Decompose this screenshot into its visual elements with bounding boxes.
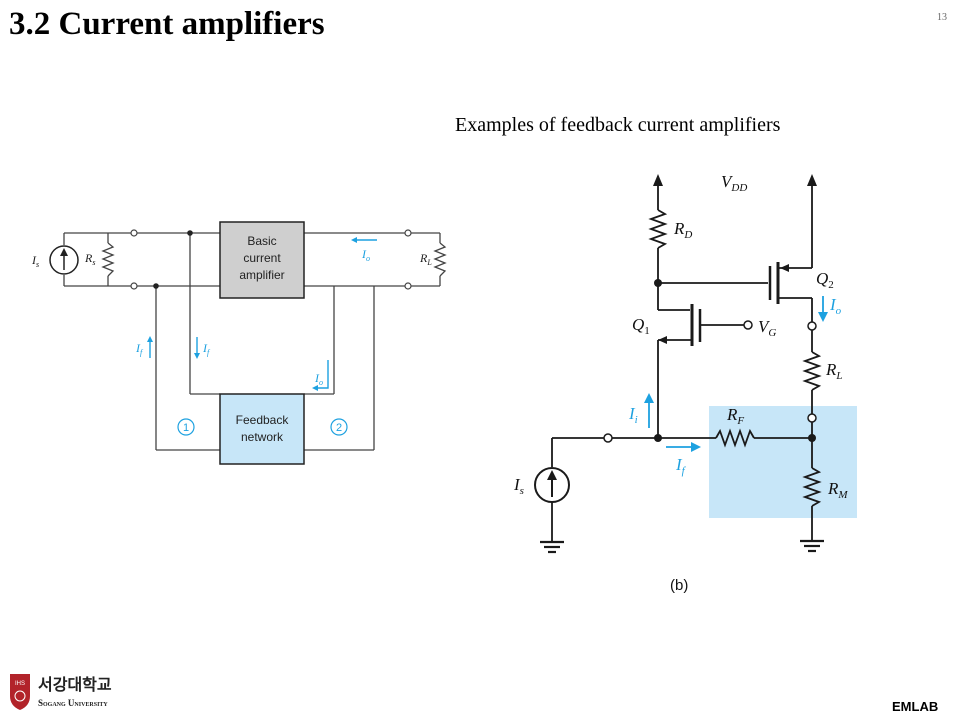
label-rd: RD [673, 219, 692, 241]
source-resistor-icon [101, 242, 115, 277]
label-ii: Ii [628, 404, 638, 426]
label-if: If [675, 455, 687, 477]
feedback-network-shading [709, 406, 857, 518]
circuit-caption: (b) [670, 577, 688, 594]
port-1-marker [177, 418, 195, 436]
label-vg: VG [758, 317, 776, 339]
university-logo: IHS 서강대학교 Sogang University [10, 674, 112, 710]
ground-icon [800, 539, 824, 553]
input-wires [137, 232, 220, 451]
io-arrow-icon [351, 237, 377, 243]
label-rl: RL [825, 360, 843, 382]
output-terminal-top [404, 229, 412, 237]
load-resistor-icon [433, 242, 447, 277]
logo-korean-text: 서강대학교 [38, 675, 112, 694]
junction-dot [153, 283, 159, 289]
label-io-feedback: Io [314, 371, 323, 387]
label-io-output: Io [361, 247, 370, 263]
rl-bottom-terminal [807, 413, 817, 423]
q2-transistor-icon [768, 262, 813, 322]
label-rl: RL [419, 251, 432, 267]
port-1-label: 1 [183, 422, 189, 434]
basic-box-line-1: Basic [247, 234, 276, 248]
port-2-label: 2 [336, 422, 342, 434]
basic-box-line-2: current [243, 251, 281, 265]
port-2-marker [330, 418, 348, 436]
io-bent-arrow-icon [312, 360, 329, 391]
if-arrow-icon [666, 442, 701, 452]
label-io: Io [829, 295, 842, 317]
logo-english-text: Sogang University [38, 698, 108, 708]
q2-source-terminal [807, 321, 817, 331]
label-if-left: If [135, 341, 144, 357]
rl-resistor-icon [802, 351, 822, 391]
diagram-subtitle: Examples of feedback current amplifiers [455, 114, 781, 136]
if-down-arrow-icon [194, 337, 200, 359]
vdd-arrow-icon [653, 174, 817, 268]
junction-dot [654, 434, 662, 442]
slide-title: 3.2 Current amplifiers [9, 6, 325, 42]
ii-arrow-icon [644, 393, 654, 428]
rf-resistor-icon [715, 428, 755, 448]
feedback-network-box [219, 393, 305, 465]
label-rf: RF [726, 405, 744, 427]
label-rm: RM [827, 479, 848, 501]
rm-resistor-icon [802, 467, 822, 507]
feedback-box-line-1: Feedback [236, 413, 290, 427]
if-up-arrow-icon [147, 336, 153, 358]
label-vdd: VDD [721, 172, 747, 194]
label-rs: Rs [84, 251, 95, 267]
label-if-right: If [202, 341, 211, 357]
source-loop [63, 232, 134, 287]
feedback-box-line-2: network [241, 430, 284, 444]
ground-icon [540, 540, 564, 554]
input-terminal [603, 433, 613, 443]
footer-brand: EMLAB [892, 699, 939, 714]
slide-number: 13 [937, 12, 947, 23]
basic-box-line-3: amplifier [239, 268, 284, 282]
io-arrow-icon [818, 296, 828, 322]
rd-resistor-icon [648, 209, 668, 249]
shield-icon [10, 674, 30, 710]
output-terminal-bottom [404, 282, 412, 290]
label-q1: Q1 [632, 315, 650, 337]
label-is: Is [513, 475, 524, 497]
current-source-icon [534, 467, 570, 503]
basic-amplifier-box [219, 221, 305, 299]
label-q2: Q2 [816, 269, 834, 291]
q1-transistor-icon [658, 304, 744, 346]
output-wires [304, 232, 441, 451]
logo-badge-text: IHS [15, 681, 25, 687]
source-current-icon [49, 245, 79, 275]
label-is: Is [31, 253, 39, 269]
junction-dot [187, 230, 193, 236]
vg-terminal [743, 320, 753, 330]
